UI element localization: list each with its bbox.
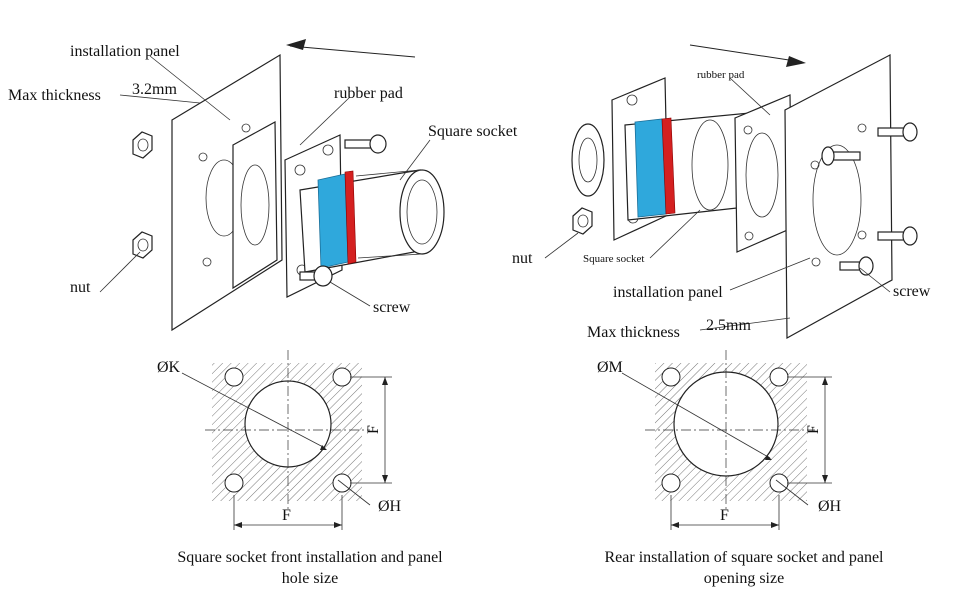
right-caption-line2: opening size bbox=[704, 570, 784, 587]
left-rubber-pad-label: rubber pad bbox=[334, 85, 403, 102]
right-square-socket-label: Square socket bbox=[583, 253, 644, 265]
left-dim-f-bottom: F bbox=[282, 507, 291, 524]
right-dia-h-label: ØH bbox=[818, 498, 842, 515]
right-nut bbox=[572, 207, 593, 235]
left-dia-h-label: ØH bbox=[378, 498, 402, 515]
left-blue-rubber bbox=[317, 173, 349, 269]
left-screw-label: screw bbox=[373, 299, 411, 316]
right-blue-rubber bbox=[634, 118, 667, 218]
left-rubber-pad bbox=[232, 120, 278, 290]
left-thickness-value: 3.2mm bbox=[132, 81, 177, 98]
left-leaders bbox=[99, 55, 431, 307]
left-direction-arrow bbox=[286, 39, 416, 58]
right-hole-pattern bbox=[621, 350, 832, 530]
right-rubber-pad bbox=[734, 94, 793, 253]
left-screw-top bbox=[344, 134, 387, 154]
right-leaders bbox=[544, 77, 891, 331]
right-screw-label: screw bbox=[893, 283, 931, 300]
left-caption-line1: Square socket front installation and pan… bbox=[177, 549, 443, 566]
right-screw-lower bbox=[877, 226, 918, 246]
right-dim-f-bottom: F bbox=[720, 507, 729, 524]
right-nut-label: nut bbox=[512, 250, 533, 267]
left-nut-top bbox=[132, 131, 153, 159]
right-dim-f-side: F bbox=[805, 425, 822, 434]
left-hole-pattern bbox=[181, 350, 392, 530]
right-direction-arrow bbox=[689, 44, 806, 67]
left-caption-line2: hole size bbox=[282, 570, 338, 587]
right-installation-panel-label: installation panel bbox=[613, 284, 723, 301]
left-nut-bottom bbox=[132, 231, 153, 259]
left-dim-f-side: F bbox=[365, 425, 382, 434]
right-connector-rear bbox=[571, 123, 605, 197]
left-max-thickness-label: Max thickness bbox=[8, 87, 101, 104]
left-red-seal bbox=[344, 170, 357, 265]
right-screw-top bbox=[877, 122, 918, 142]
right-installation-panel bbox=[784, 54, 893, 340]
right-rubber-pad-label: rubber pad bbox=[697, 69, 745, 81]
left-nut-label: nut bbox=[70, 279, 91, 296]
right-caption-line1: Rear installation of square socket and p… bbox=[604, 549, 884, 566]
right-exploded-view bbox=[571, 44, 918, 340]
left-installation-panel-label: installation panel bbox=[70, 43, 180, 60]
right-red-seal bbox=[661, 117, 676, 215]
right-dia-m-label: ØM bbox=[597, 359, 623, 376]
right-max-thickness-label: Max thickness bbox=[587, 324, 680, 341]
left-exploded-view bbox=[132, 39, 445, 332]
right-thickness-value: 2.5mm bbox=[706, 317, 751, 334]
right-screw-mid bbox=[821, 146, 861, 166]
left-dia-k-label: ØK bbox=[157, 359, 181, 376]
left-screw-bottom bbox=[299, 265, 333, 287]
left-square-socket-label: Square socket bbox=[428, 123, 518, 140]
